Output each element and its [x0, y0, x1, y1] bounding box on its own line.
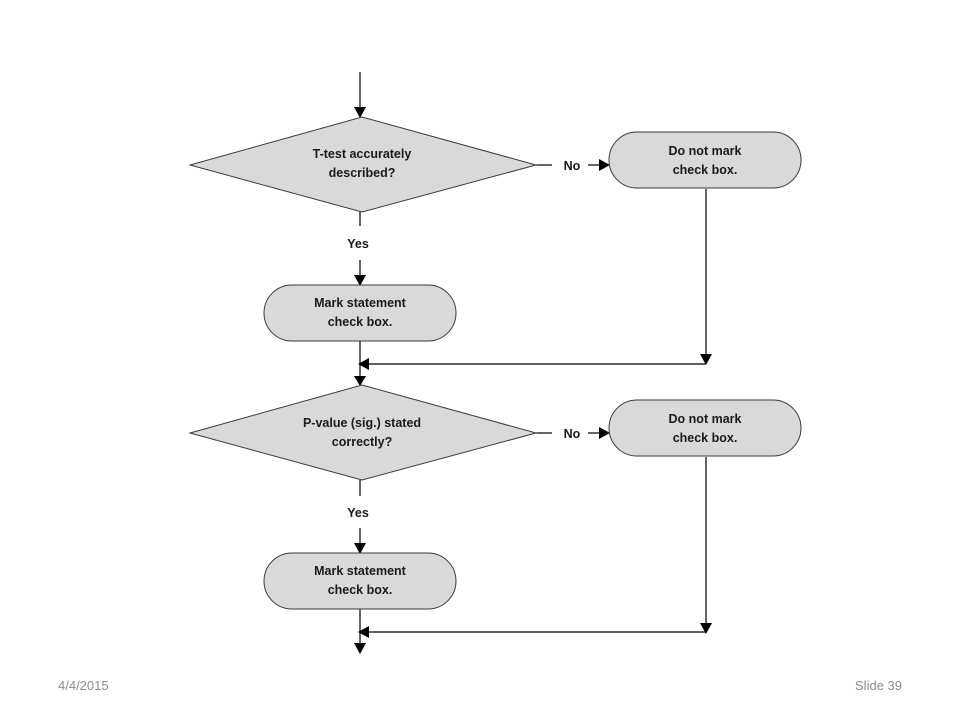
decision-1-line-1: T-test accurately: [313, 147, 412, 161]
merge-arrowhead-2: [358, 626, 369, 638]
edge-label-no-1: No: [564, 159, 581, 173]
decision-2-diamond: [188, 384, 538, 481]
no-action-1-line-2: check box.: [673, 163, 738, 177]
footer-date: 4/4/2015: [58, 678, 109, 693]
entry-arrowhead: [354, 107, 366, 118]
mark-action-2-box: [263, 552, 457, 610]
yes-arrowhead-2: [354, 543, 366, 554]
decision-2: P-value (sig.) stated correctly?: [188, 384, 538, 481]
edge-label-no-2: No: [564, 427, 581, 441]
mark-action-1: Mark statement check box.: [263, 284, 457, 342]
exit-arrowhead: [354, 643, 366, 654]
no-path-2-arrowhead: [700, 623, 712, 634]
decision-1: T-test accurately described?: [188, 116, 538, 213]
no-action-1: Do not mark check box.: [608, 131, 802, 189]
no-action-1-box: [608, 131, 802, 189]
mark-action-2-line-1: Mark statement: [314, 564, 407, 578]
mark-action-2: Mark statement check box.: [263, 552, 457, 610]
no-action-2-line-2: check box.: [673, 431, 738, 445]
mark-action-2-line-2: check box.: [328, 583, 393, 597]
no-action-2-line-1: Do not mark: [669, 412, 742, 426]
no-action-2: Do not mark check box.: [608, 399, 802, 457]
mark-action-1-box: [263, 284, 457, 342]
no-arrowhead-1: [599, 159, 610, 171]
no-arrowhead-2: [599, 427, 610, 439]
mark-action-1-line-2: check box.: [328, 315, 393, 329]
decision-1-line-2: described?: [329, 166, 396, 180]
edge-label-yes-1: Yes: [347, 237, 369, 251]
decision-2-line-2: correctly?: [332, 435, 392, 449]
footer-slide-number: Slide 39: [855, 678, 902, 693]
yes-arrowhead-1: [354, 275, 366, 286]
mark-action-1-line-1: Mark statement: [314, 296, 407, 310]
decision-2-line-1: P-value (sig.) stated: [303, 416, 421, 430]
edge-label-yes-2: Yes: [347, 506, 369, 520]
no-path-1-arrowhead: [700, 354, 712, 365]
decision-2-arrowhead: [354, 376, 366, 386]
decision-1-diamond: [188, 116, 538, 213]
no-action-1-line-1: Do not mark: [669, 144, 742, 158]
no-action-2-box: [608, 399, 802, 457]
merge-arrowhead-1: [358, 358, 369, 370]
